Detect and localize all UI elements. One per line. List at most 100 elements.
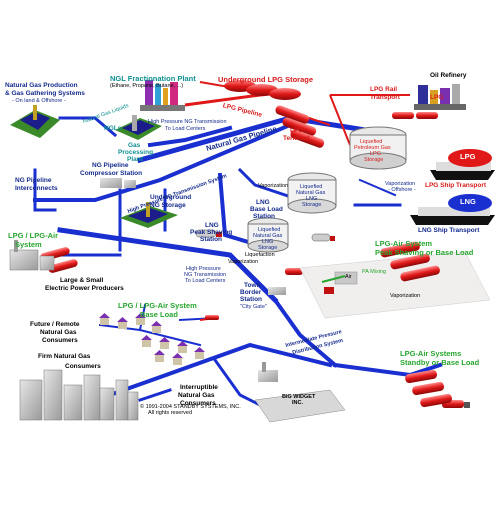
- town-border-label-1: Town: [244, 282, 261, 289]
- compressor-label-2: Compressor Station: [80, 170, 143, 177]
- hp-load-label-3: To Load Centers: [185, 278, 226, 284]
- lpg-ship-icon: [430, 149, 495, 180]
- lpg-air-standby-tanks: [405, 369, 452, 408]
- firm-ng-label-2: Consumers: [65, 363, 101, 370]
- big-widget-label-2: INC.: [292, 400, 303, 406]
- lng-peak-label-1: LNG: [205, 222, 219, 229]
- hp-load-label-2: NG Transmission: [184, 272, 227, 278]
- underground-lpg-label: Underground LPG Storage: [218, 75, 314, 84]
- lpg-air-system-label-2: System: [15, 240, 42, 249]
- factory-icon: [254, 362, 346, 423]
- lpg-air-peak-label-2: Peak Shaving or Base Load: [375, 248, 474, 257]
- lpg-air-system-label-1: LPG / LPG-Air: [8, 231, 59, 240]
- gas-processing-plant: [115, 115, 162, 140]
- interruptible-label-3: Consumers: [180, 400, 216, 407]
- oil-refinery-label: Oil Refinery: [430, 72, 467, 79]
- lpg-terminal-label-2: Terminal: [283, 135, 310, 142]
- lng-storage-label-3: LNG: [306, 196, 318, 202]
- ng-production-label: Natural Gas Production: [5, 82, 78, 89]
- underground-ng-label-2: NG Storage: [150, 202, 186, 209]
- lpg-rail-label-3: LPG: [430, 94, 444, 101]
- power-plant-icon: [9, 240, 55, 271]
- lpg-storage-label-4: Storage: [364, 157, 384, 163]
- gas-processing-label-2: Processing: [118, 149, 154, 156]
- lpg-rail-transport: [392, 112, 438, 119]
- hp-load-label-1: High Pressure: [186, 266, 221, 272]
- town-border-label-2: Border: [240, 289, 262, 296]
- vaporization-label-1: Vaporization: [258, 183, 289, 189]
- liquefaction-label: Liquefaction: [245, 252, 275, 258]
- ngl-plant-label: NGL Fractionation Plant: [110, 74, 196, 83]
- future-remote-label-1: Future / Remote: [30, 321, 80, 328]
- vaporization-offshore-label-1: Vaporization: [385, 181, 416, 187]
- ng-production-label-2: & Gas Gathering Systems: [5, 90, 85, 97]
- lng-base-label-2: Base Load: [250, 206, 283, 213]
- copyright-label-1: © 1991-2004 STANDBY SYSTEMS, INC.: [140, 404, 241, 410]
- ngl-plant-sublabel: (Ethane, Propane, Butane, ...): [110, 83, 184, 89]
- town-border-label-3: Station: [240, 296, 263, 303]
- oil-refinery-icon: [414, 84, 466, 110]
- lng-peak-shaving-tank: [247, 217, 289, 253]
- ngl-fractionation-plant: [140, 80, 185, 111]
- power-producers-label-2: Electric Power Producers: [45, 285, 124, 292]
- future-remote-label-2: Natural Gas: [40, 329, 77, 336]
- underground-lpg-storage: [224, 80, 301, 100]
- compressor-label-1: NG Pipeline: [92, 162, 129, 169]
- ng-production-sublabel: - On land & Offshore -: [12, 98, 66, 104]
- lng-ship-icon: [410, 194, 495, 225]
- lpg-ship-label: LPG: [460, 152, 476, 161]
- compressor-station: [100, 178, 136, 188]
- pa-mixing-label: PA Mixing: [362, 269, 387, 275]
- wellhead-icon: [10, 105, 60, 138]
- firm-ng-label-1: Firm Natural Gas: [38, 353, 91, 360]
- lng-base-label-3: Station: [253, 213, 276, 220]
- gas-processing-label-3: Plant: [127, 156, 143, 163]
- vaporization-label-2: Vaporization: [228, 259, 259, 265]
- lng-ship-label: LNG: [460, 197, 476, 206]
- lng-peak-storage-label-2: Natural Gas: [253, 233, 283, 239]
- lng-peak-storage-label-4: Storage: [258, 245, 278, 251]
- ngls-label: NGLs: [104, 125, 122, 132]
- hp-transmission-small-label-1: High Pressure NG Transmission: [148, 119, 227, 125]
- lpg-air-peak-shaving-complex: [299, 241, 491, 319]
- vaporization-label-3: Vaporization: [390, 293, 421, 299]
- lng-peak-storage-label-3: LNG: [262, 239, 274, 245]
- lng-base-label-1: LNG: [256, 199, 270, 206]
- lpg-rail-label-1: LPG Rail: [370, 86, 398, 93]
- lpg-base-load-label-2: Base Load: [140, 310, 178, 319]
- ng-interconnects-label-2: Interconnects: [15, 185, 58, 192]
- lng-storage-label-1: Liquefied: [300, 184, 323, 190]
- lpg-terminal-tanks: [275, 105, 325, 148]
- lpg-rail-label-2: Transport: [370, 94, 400, 101]
- future-remote-label-3: Consumers: [42, 337, 78, 344]
- lpg-air-standby-label-1: LPG-Air Systems: [400, 349, 462, 358]
- lng-base-load-station: [287, 172, 337, 214]
- lng-storage-label-4: Storage: [302, 202, 322, 208]
- ng-interconnects-label-1: NG Pipeline: [15, 177, 52, 184]
- lpg-storage-label-2: Petroleum Gas: [354, 145, 391, 151]
- lpg-ship-transport-label: LPG Ship Transport: [425, 182, 487, 189]
- lng-peak-label-2: Peak Shaving: [190, 229, 233, 236]
- hp-transmission-small-label-2: To Load Centers: [165, 126, 206, 132]
- lpg-storage-tank: [349, 126, 407, 170]
- remote-consumers-houses: [99, 313, 219, 365]
- lpg-base-load-label-1: LPG / LPG-Air System: [118, 301, 197, 310]
- town-border-label-4: "City Gate": [240, 304, 267, 310]
- town-border-station: [268, 287, 334, 295]
- vaporization-offshore-label-2: - Offshore -: [388, 187, 416, 193]
- underground-ng-storage: [120, 202, 178, 228]
- lng-ship-transport-label: LNG Ship Transport: [418, 227, 480, 234]
- interruptible-label-1: Interruptible: [180, 384, 218, 391]
- big-widget-label-1: BIG WIDGET: [282, 394, 316, 400]
- lpg-air-standby-label-2: Standby or Base Load: [400, 358, 480, 367]
- underground-ng-label-1: Underground: [150, 194, 192, 201]
- power-producers-label-1: Large & Small: [60, 277, 104, 284]
- lng-storage-label-2: Natural Gas: [296, 190, 326, 196]
- lng-peak-storage-label-1: Liquefied: [258, 227, 281, 233]
- lng-peak-label-3: Station: [200, 236, 223, 243]
- air-label: Air: [345, 274, 352, 280]
- copyright-label-2: All rights reserved: [148, 410, 193, 416]
- lpg-storage-label-3: LPG: [370, 151, 382, 157]
